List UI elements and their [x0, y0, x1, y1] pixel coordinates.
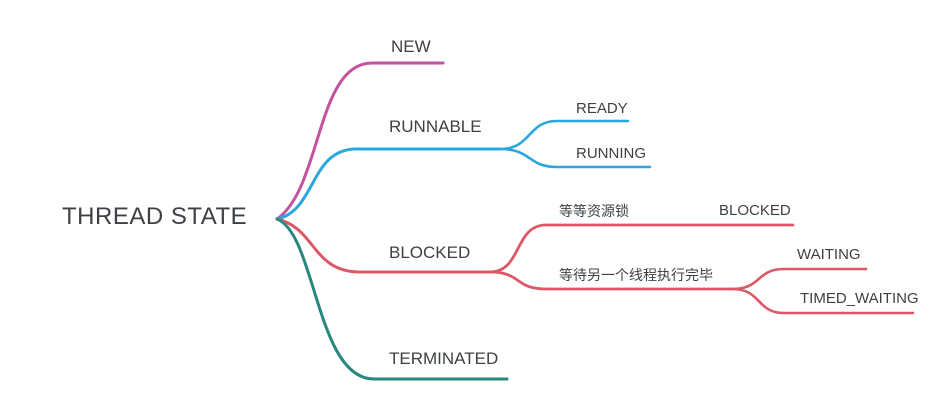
node-new[interactable]: NEW	[391, 37, 431, 56]
node-wait-resource-lock[interactable]: 等等资源锁	[559, 203, 629, 219]
node-thread-state[interactable]: THREAD STATE	[62, 203, 248, 230]
node-wait-other-thread[interactable]: 等待另一个线程执行完毕	[559, 267, 713, 283]
node-waiting[interactable]: WAITING	[797, 246, 861, 263]
branch-line-waiting	[730, 267, 868, 291]
node-terminated[interactable]: TERMINATED	[389, 349, 499, 368]
node-ready[interactable]: READY	[576, 100, 628, 117]
branch-line-new	[275, 61, 445, 221]
node-running[interactable]: RUNNING	[576, 145, 646, 162]
branch-line-wait-resource-lock	[488, 223, 795, 274]
node-blocked[interactable]: BLOCKED	[389, 243, 471, 262]
branch-line-runnable	[275, 147, 502, 221]
node-timed-waiting[interactable]: TIMED_WAITING	[800, 290, 919, 307]
node-runnable[interactable]: RUNNABLE	[389, 117, 482, 136]
node-blocked-leaf[interactable]: BLOCKED	[719, 202, 791, 219]
